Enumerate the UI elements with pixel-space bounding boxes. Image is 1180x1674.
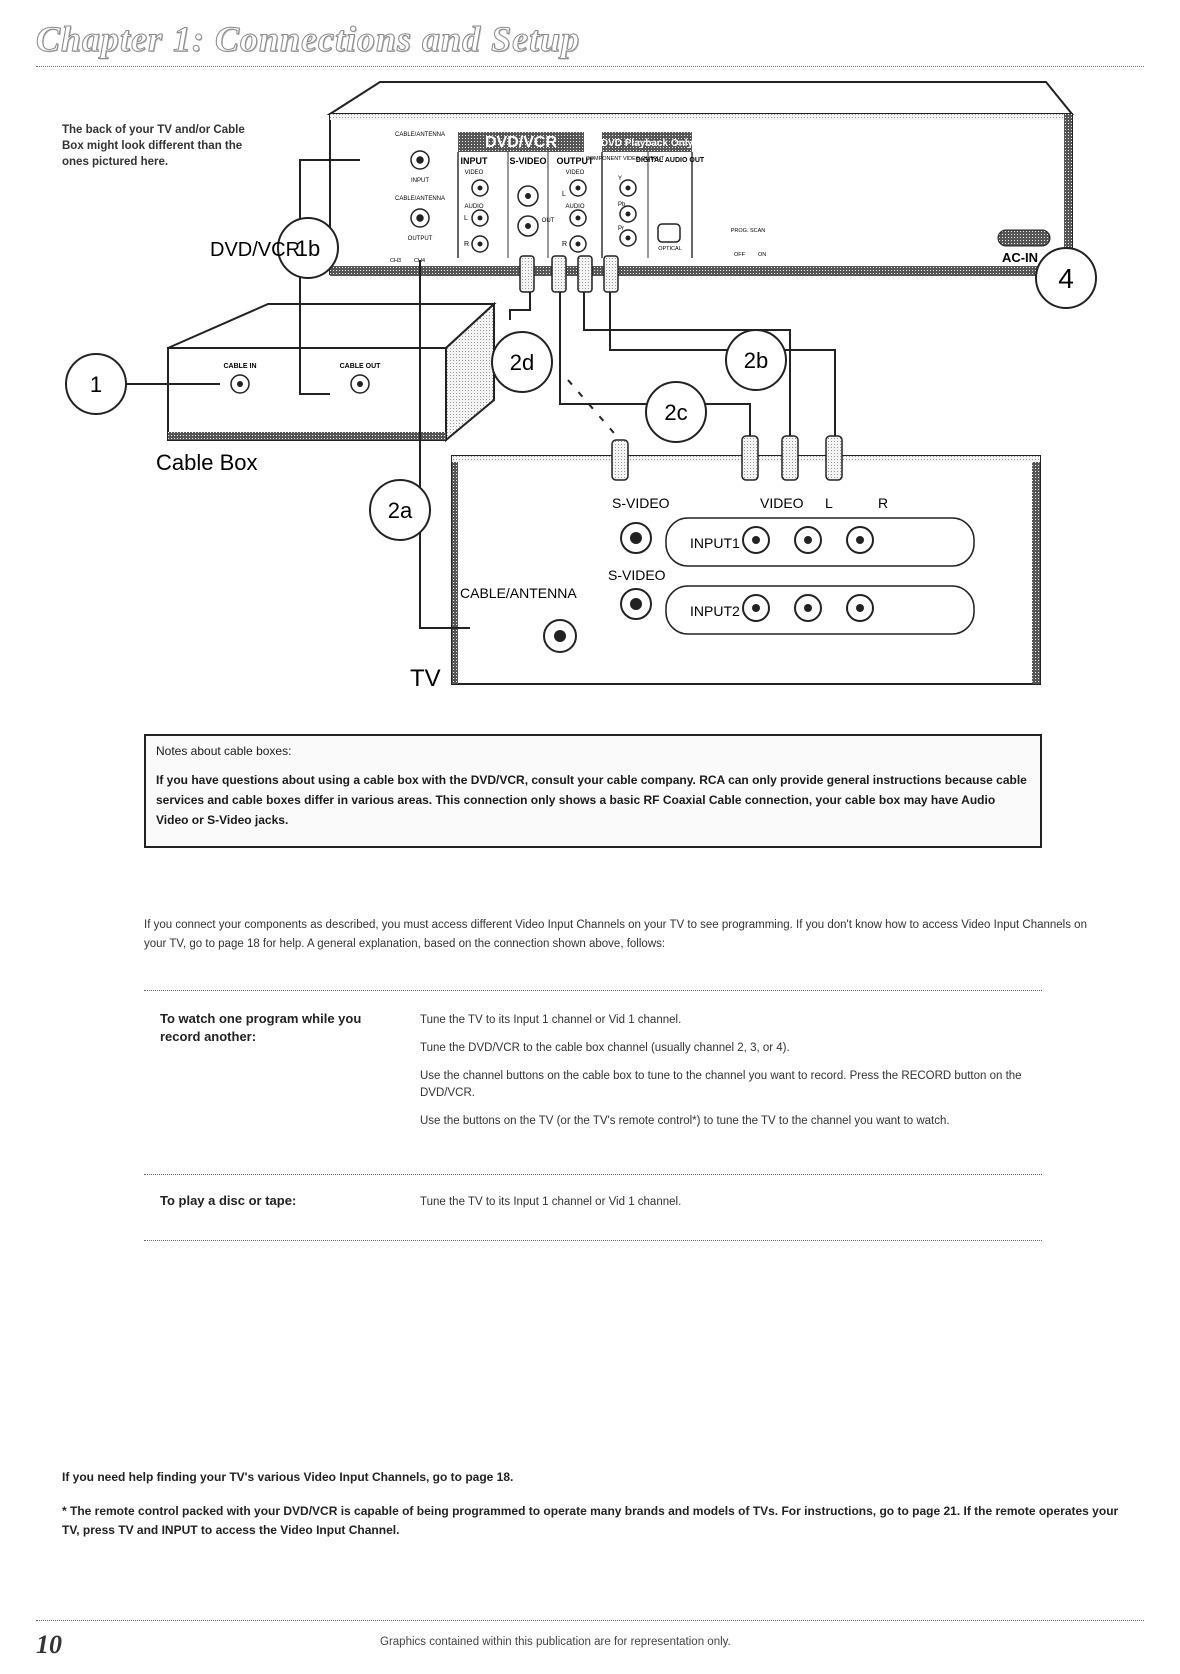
label-cable-antenna: CABLE/ANTENNA	[395, 132, 445, 138]
label-r-in: R	[464, 241, 469, 248]
row2-steps: Tune the TV to its Input 1 channel or Vi…	[420, 1194, 1040, 1222]
row1-label: To watch one program while you record an…	[160, 1011, 362, 1044]
label-audio-out: AUDIO	[565, 204, 584, 210]
cable-box-unit: CABLE IN CABLE OUT Cable Box	[156, 301, 497, 475]
callout-2a: 2a	[388, 498, 413, 523]
label-r-out: R	[562, 241, 567, 248]
footer-star-note: * The remote control packed with your DV…	[62, 1504, 1119, 1537]
row1-steps: Tune the TV to its Input 1 channel or Vi…	[420, 1012, 1040, 1141]
label-output-small: OUTPUT	[408, 236, 433, 242]
notes-body: If you have questions about using a cabl…	[156, 773, 1027, 827]
tv-label: TV	[410, 665, 441, 692]
dvd-only-badge: DVD Playback Only	[601, 138, 694, 149]
chapter-title: Chapter 1: Connections and Setup	[35, 19, 581, 60]
callout-4: 4	[1058, 263, 1074, 294]
tv-input1-label: INPUT1	[690, 535, 740, 551]
cable-in-label: CABLE IN	[223, 363, 256, 370]
footer-disclaimer: Graphics contained within this publicati…	[380, 1636, 731, 1648]
label-l-out: L	[562, 191, 566, 198]
label-input-small: INPUT	[411, 178, 429, 184]
label-audio-in: AUDIO	[464, 204, 483, 210]
label-output: OUTPUT	[557, 156, 595, 166]
cable-out-label: CABLE OUT	[340, 363, 382, 370]
label-prog-scan: PROG. SCAN	[731, 228, 766, 234]
label-component: COMPONENT VIDEO OUTPUT	[586, 156, 665, 162]
label-input: INPUT	[461, 156, 489, 166]
tv-s-video-label: S-VIDEO	[612, 495, 670, 511]
connection-diagram: DVD/VCR DVD Playback Only CABLE/ANTENNA …	[65, 81, 1097, 692]
callout-1: 1	[90, 372, 102, 397]
page-number: 10	[36, 1630, 62, 1659]
callouts	[65, 217, 1097, 541]
footer-help: If you need help finding your TV's vario…	[62, 1470, 514, 1484]
table-rule-top	[144, 990, 1042, 991]
label-optical: OPTICAL	[658, 246, 682, 252]
notes-title: Notes about cable boxes:	[156, 744, 292, 758]
label-l-in: L	[464, 215, 468, 222]
label-digital-audio: DIGITAL AUDIO OUT	[636, 157, 705, 164]
footer-rule	[36, 1620, 1144, 1621]
tv-video-label: VIDEO	[760, 495, 804, 511]
row2-label: To play a disc or tape:	[160, 1193, 297, 1208]
label-ch3: CH3	[390, 258, 401, 264]
callout-2c: 2c	[664, 400, 687, 425]
back-note: The back of your TV and/or Cable Box mig…	[62, 124, 245, 168]
label-pb: Pb	[618, 202, 626, 208]
intro-paragraph: If you connect your components as descri…	[144, 919, 1087, 950]
notes-box: Notes about cable boxes: If you have que…	[144, 734, 1042, 848]
label-pr: Pr	[618, 226, 624, 232]
table-rule-bottom	[144, 1240, 1042, 1241]
cables	[120, 159, 836, 629]
label-off: OFF	[734, 252, 746, 258]
row1-step1: Tune the TV to its Input 1 channel or Vi…	[420, 1014, 682, 1026]
tv-plugs	[519, 255, 843, 481]
row1-step2: Tune the DVD/VCR to the cable box channe…	[420, 1042, 790, 1054]
label-on: ON	[758, 252, 766, 258]
tv-s-video2-label: S-VIDEO	[608, 567, 666, 583]
tv-l-label: L	[825, 495, 833, 511]
dvdvcr-badge: DVD/VCR	[485, 134, 557, 151]
dvdvcr-label: DVD/VCR	[210, 239, 300, 261]
label-video-in: VIDEO	[465, 170, 484, 176]
label-video-out: VIDEO	[566, 170, 585, 176]
callout-2b: 2b	[744, 348, 768, 373]
tv-r-label: R	[878, 495, 888, 511]
callout-1b: 1b	[296, 236, 320, 261]
row1-step4: Use the buttons on the TV (or the TV's r…	[420, 1115, 950, 1127]
cable-box-label: Cable Box	[156, 450, 258, 475]
label-ac-in: AC-IN	[1002, 250, 1038, 265]
tv-input2-label: INPUT2	[690, 603, 740, 619]
callout-2d: 2d	[510, 350, 534, 375]
label-s-video: S-VIDEO	[509, 156, 546, 166]
row1-step3: Use the channel buttons on the cable box…	[420, 1070, 1022, 1099]
row2-step1: Tune the TV to its Input 1 channel or Vi…	[420, 1196, 682, 1208]
label-cable-antenna-out: CABLE/ANTENNA	[395, 196, 445, 202]
tv-cable-antenna-label: CABLE/ANTENNA	[460, 585, 577, 601]
tv-unit: S-VIDEO VIDEO L R INPUT1 S-VIDEO INPUT2 …	[410, 455, 1041, 692]
label-y: Y	[618, 176, 622, 182]
dvdvcr-unit: DVD/VCR DVD Playback Only CABLE/ANTENNA …	[326, 81, 1075, 276]
table-rule-mid	[144, 1174, 1042, 1175]
label-out: OUT	[542, 218, 555, 224]
header-rule	[36, 66, 1144, 67]
